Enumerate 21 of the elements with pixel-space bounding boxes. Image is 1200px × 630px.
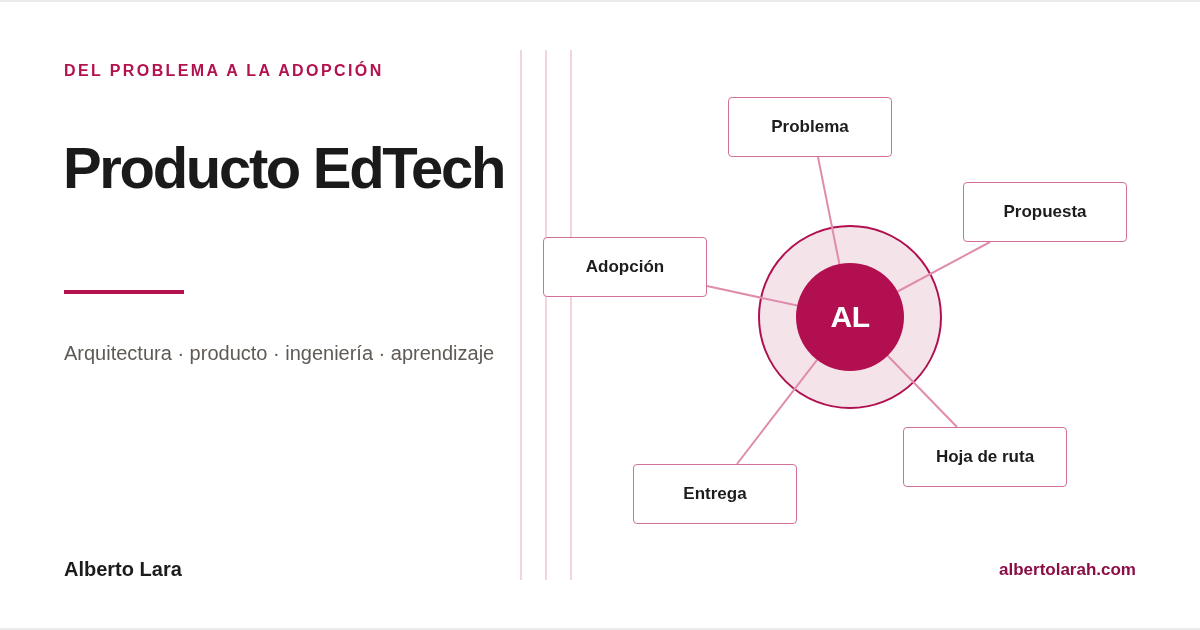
connector-line <box>886 354 958 428</box>
subtitle-text: Arquitectura · producto · ingeniería · aprendizaje <box>64 343 495 363</box>
step-box <box>633 464 797 524</box>
step-box <box>903 427 1067 487</box>
step-label: Propuesta <box>1002 201 1088 224</box>
step-label: Hoja de ruta <box>934 446 1036 469</box>
step-box <box>728 97 892 157</box>
connector-line <box>736 358 819 465</box>
website-url: albertolarah.com <box>999 561 1136 578</box>
step-box <box>543 237 707 297</box>
author-name: Alberto Lara <box>64 559 182 579</box>
connector-line <box>706 285 799 307</box>
kicker-text: DEL PROBLEMA A LA ADOPCIÓN <box>64 63 384 79</box>
hub-initials: AL <box>830 302 870 332</box>
step-label: Entrega <box>682 483 748 506</box>
connector-line <box>817 156 841 266</box>
page-title: Producto EdTech <box>63 139 505 197</box>
step-label: Adopción <box>584 256 666 279</box>
step-label: Problema <box>770 116 850 139</box>
connector-line <box>896 241 991 293</box>
step-box <box>963 182 1127 242</box>
